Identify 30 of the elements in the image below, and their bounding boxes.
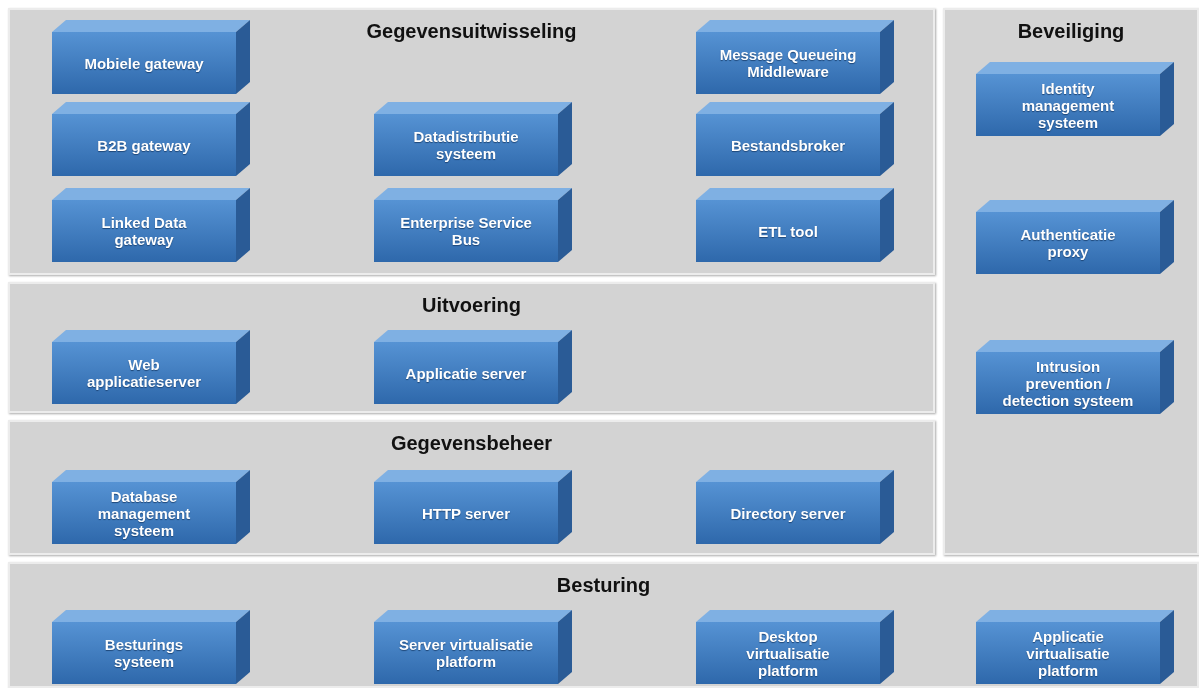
panel-heading: Besturing <box>556 574 651 597</box>
block-label: Directory server <box>730 504 846 522</box>
block-label: Message Queueing Middleware <box>718 46 858 80</box>
panel-heading: Gegevensbeheer <box>390 432 553 455</box>
block-label: Enterprise Service Bus <box>399 214 533 248</box>
block-label: Mobiele gateway <box>84 54 204 72</box>
panel-heading: Uitvoering <box>422 294 521 317</box>
block-label: B2B gateway <box>97 136 191 154</box>
block-label: Server virtualisatie platform <box>397 636 535 670</box>
panel-heading: Gegevensuitwisseling <box>366 20 577 43</box>
block-label: Linked Data gateway <box>100 214 188 248</box>
block-label: Bestandsbroker <box>730 136 846 154</box>
layer-panel <box>943 8 1199 555</box>
block-label: Applicatie server <box>405 364 527 382</box>
block-label: Database management systeem <box>96 487 192 539</box>
block-label: Web applicatieserver <box>85 356 203 390</box>
block-label: HTTP server <box>421 504 511 522</box>
block-label: Intrusion prevention / detection systeem <box>1001 357 1135 409</box>
layer-panel <box>8 562 1199 688</box>
layer-panel <box>8 420 935 555</box>
block-label: Desktop virtualisatie platform <box>745 627 831 679</box>
layer-panel <box>8 282 935 413</box>
block-label: Authenticatie proxy <box>1019 226 1117 260</box>
block-label: Besturings systeem <box>103 636 185 670</box>
block-label: ETL tool <box>758 222 818 240</box>
block-label: Datadistributie systeem <box>412 128 520 162</box>
block-label: Applicatie virtualisatie platform <box>1025 627 1111 679</box>
panel-heading: Beveiliging <box>1017 20 1125 43</box>
block-label: Identity management systeem <box>1020 79 1116 131</box>
layer-panel <box>8 8 935 275</box>
